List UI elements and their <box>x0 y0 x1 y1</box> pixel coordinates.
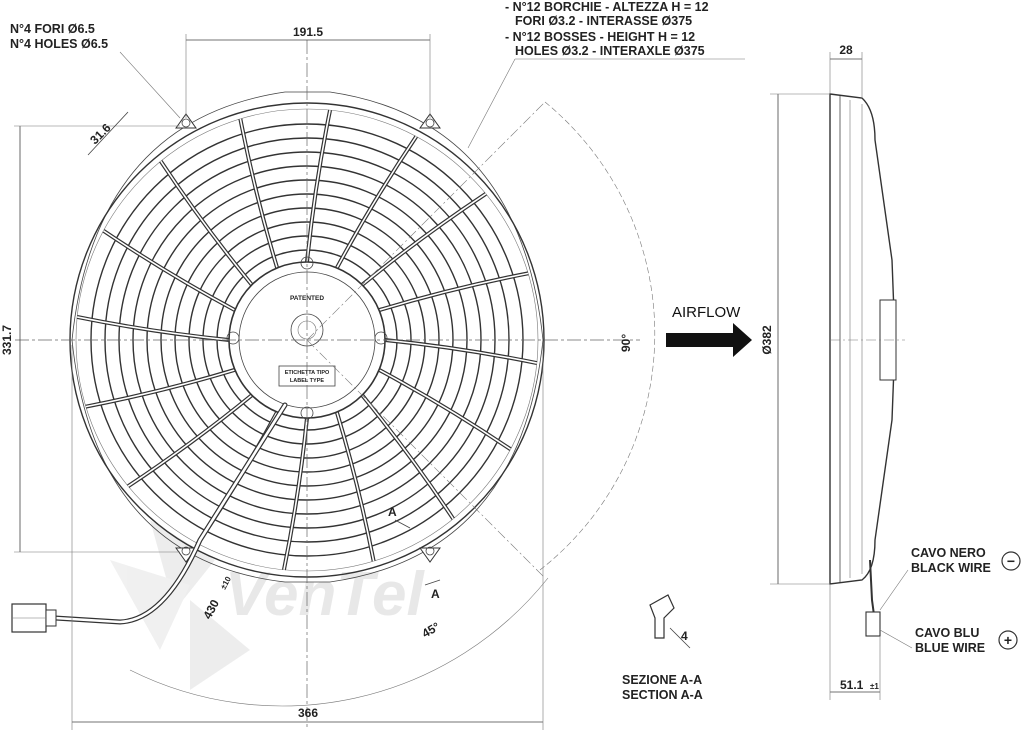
note-bosses-it-2: FORI Ø3.2 - INTERASSE Ø375 <box>515 14 692 28</box>
grille-spoke-inner <box>85 369 236 408</box>
note-bosses-en-1: - N°12 BOSSES - HEIGHT H = 12 <box>505 30 695 44</box>
dim-382: Ø382 <box>760 325 774 355</box>
mounting-tabs <box>175 113 441 563</box>
section-detail: 4 SEZIONE A-A SECTION A-A <box>622 594 703 702</box>
minus-icon <box>1001 551 1021 571</box>
grille-spoke-inner <box>283 417 308 571</box>
dim-31: 31.6 <box>87 120 114 147</box>
grille-spoke-inner <box>103 230 236 311</box>
grille-spoke <box>384 338 538 366</box>
section-dim: 4 <box>681 629 688 643</box>
grille-spoke-inner <box>378 272 529 311</box>
grille-spoke-inner <box>239 118 278 269</box>
dim-366: 366 <box>298 706 318 720</box>
note-bosses-en-2: HOLES Ø3.2 - INTERAXLE Ø375 <box>515 44 705 58</box>
grille-spoke-inner <box>361 394 454 520</box>
grille-spoke-inner <box>160 160 253 286</box>
grille-spoke-inner <box>336 411 375 562</box>
angle-90: 90° <box>619 334 633 352</box>
dim-51: 51.1 <box>840 678 864 692</box>
connector <box>11 603 57 633</box>
plus-icon <box>998 630 1018 650</box>
note-holes-it: N°4 FORI Ø6.5 <box>10 22 95 36</box>
blue-wire-it: CAVO BLU <box>915 626 979 640</box>
dim-191: 191.5 <box>293 25 323 39</box>
grille-spoke-inner <box>306 109 331 263</box>
airflow-indicator: AIRFLOW <box>666 304 752 357</box>
grille-spoke-inner <box>361 193 487 286</box>
blue-wire-en: BLUE WIRE <box>915 641 985 655</box>
grille-spoke-inner <box>127 394 253 487</box>
black-wire-it: CAVO NERO <box>911 546 986 560</box>
grille-spoke-inner <box>76 316 230 341</box>
grille-spoke-inner <box>336 136 417 269</box>
note-holes-en: N°4 HOLES Ø6.5 <box>10 37 108 51</box>
section-marker-bottom: A <box>431 587 440 601</box>
grille-spoke-inner <box>378 369 511 450</box>
label-type-it: ETICHETTA TIPO <box>285 370 330 376</box>
section-title-en: SECTION A-A <box>622 688 703 702</box>
plus-symbol: + <box>1004 632 1012 648</box>
note-bosses-it-1: - N°12 BORCHIE - ALTEZZA H = 12 <box>505 0 709 14</box>
grille-spoke <box>76 314 230 342</box>
front-dimensions: 191.5 331.7 366 31.6 90° 45° 430 ±10 A A <box>0 25 656 730</box>
dim-28: 28 <box>839 43 853 57</box>
wire-labels: CAVO NERO BLACK WIRE − CAVO BLU BLUE WIR… <box>879 546 1021 655</box>
airflow-label: AIRFLOW <box>672 304 741 321</box>
side-view: 28 Ø382 51.1 ±1 <box>760 43 905 700</box>
grille-spoke <box>281 417 309 571</box>
dim-331: 331.7 <box>0 325 14 355</box>
section-title-it: SEZIONE A-A <box>622 673 702 687</box>
minus-symbol: − <box>1007 553 1015 569</box>
black-wire-en: BLACK WIRE <box>911 561 991 575</box>
grille-spoke-inner <box>384 339 538 364</box>
notes: N°4 FORI Ø6.5 N°4 HOLES Ø6.5 - N°12 BORC… <box>10 0 745 149</box>
dim-51-tol: ±1 <box>870 682 879 691</box>
section-marker-top: A <box>388 505 397 519</box>
grille-spoke <box>305 109 333 263</box>
